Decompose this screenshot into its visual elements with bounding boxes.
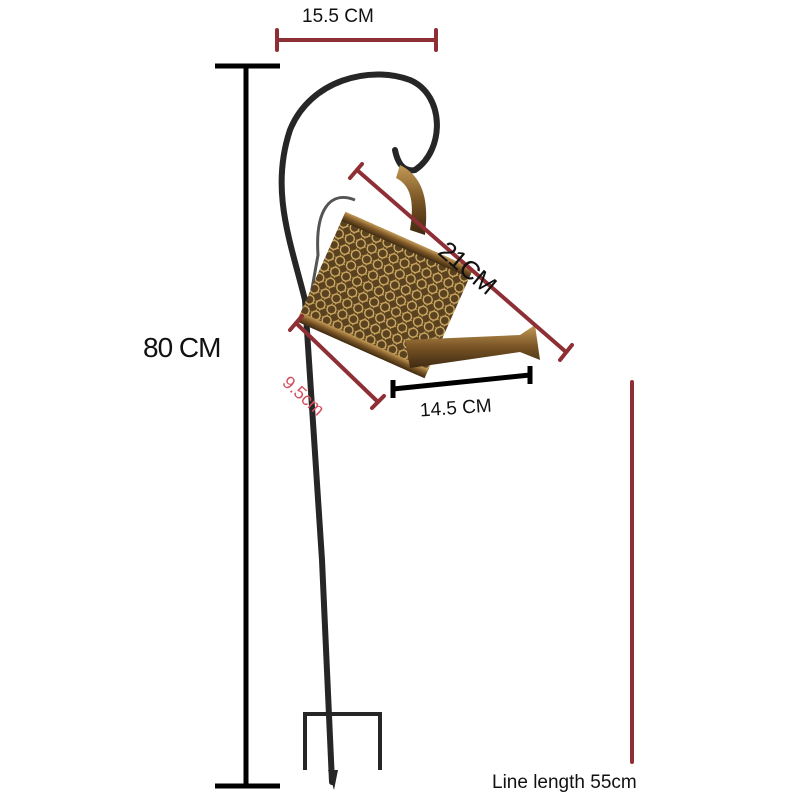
line-length-label: Line length 55cm bbox=[492, 772, 637, 793]
shepherd-hook-pole bbox=[278, 71, 440, 785]
black-dimension-lines bbox=[215, 63, 533, 789]
total-height-label: 80 CM bbox=[143, 332, 221, 363]
pole-stake bbox=[303, 712, 382, 770]
dimension-lines bbox=[275, 28, 634, 764]
watering-can-body bbox=[296, 211, 474, 379]
hook-width-label: 15.5 CM bbox=[302, 6, 374, 27]
can-spout bbox=[405, 325, 540, 368]
pole-spike bbox=[328, 770, 338, 790]
can-hanging-handle bbox=[396, 165, 427, 235]
can-back-handle bbox=[308, 196, 356, 301]
